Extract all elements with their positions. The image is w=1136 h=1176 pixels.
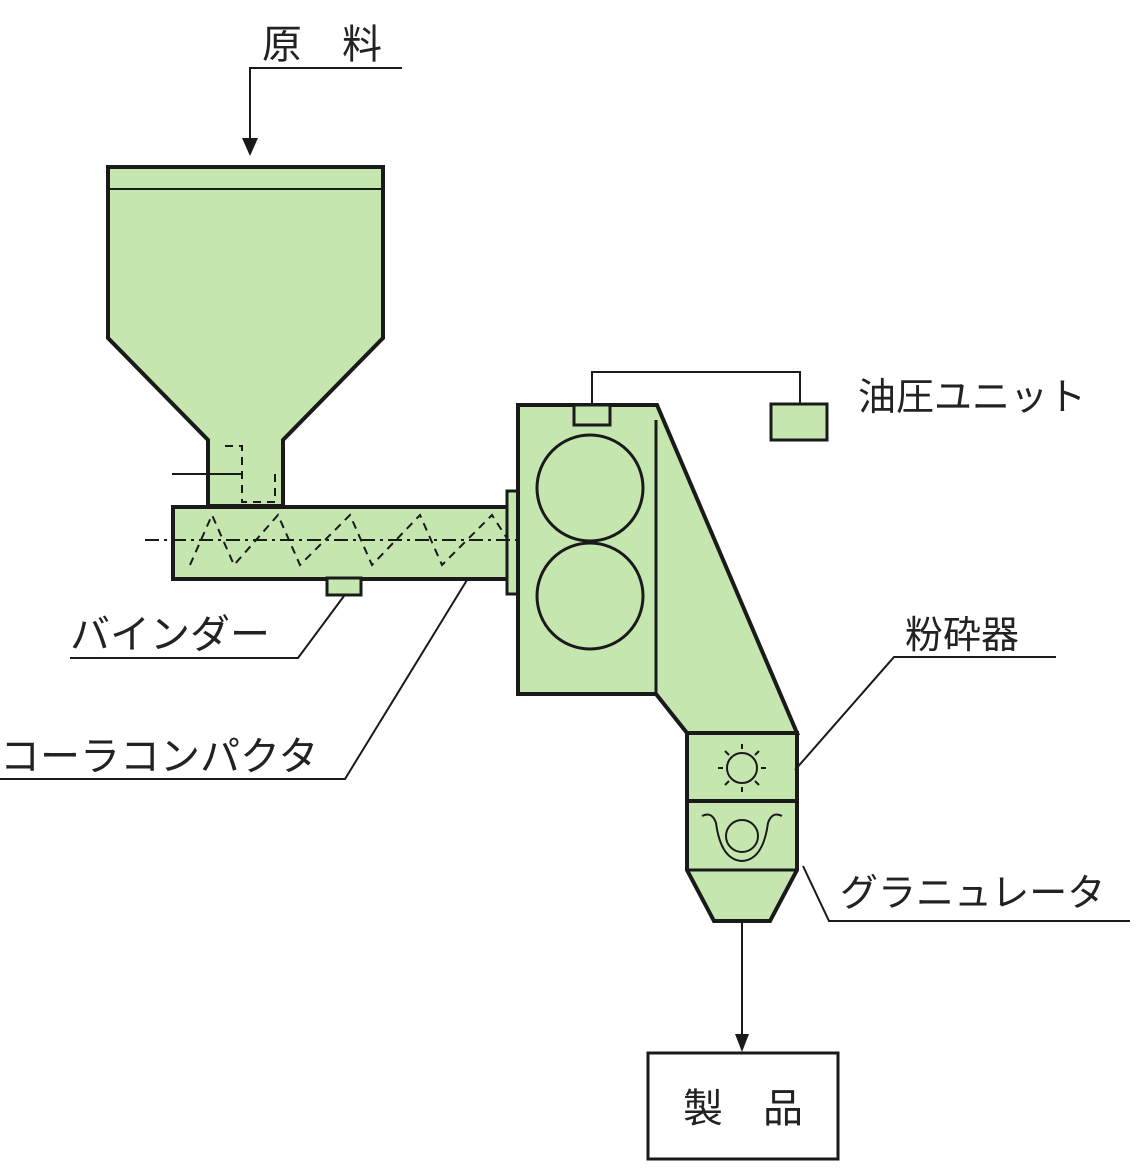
product-arrowhead [735, 1034, 749, 1052]
screw-flights [189, 512, 509, 567]
crusher-rotor-icon [718, 744, 766, 792]
hydraulic-connector [572, 403, 612, 427]
label-binder: バインダー [70, 612, 270, 658]
label-raw-material: 原 料 [262, 22, 382, 68]
label-hydraulic-unit: 油圧ユニット [858, 375, 1086, 419]
lower-roller [535, 541, 645, 651]
roller-compactor-leader [0, 579, 468, 780]
binder-leader [70, 595, 345, 659]
granulator-leader [802, 865, 1130, 922]
hydraulic-line [591, 371, 801, 405]
crusher-leader [794, 656, 1056, 771]
raw-material-arrowhead [242, 138, 258, 156]
hopper-inner-feeder [225, 445, 276, 503]
upper-roller [535, 433, 645, 543]
feed-hopper [106, 165, 385, 508]
product-box [646, 1051, 840, 1161]
label-product: 製 品 [683, 1086, 803, 1132]
raw-material-leader [249, 67, 402, 140]
hydraulic-unit-box [769, 402, 829, 442]
granulator-rotor-icon [701, 813, 783, 863]
label-crusher: 粉砕器 [905, 613, 1019, 657]
binder-port [325, 576, 363, 597]
label-granulator: グラニュレータ [840, 871, 1105, 915]
label-roller-compactor: コーラコンパクタ [0, 734, 318, 780]
